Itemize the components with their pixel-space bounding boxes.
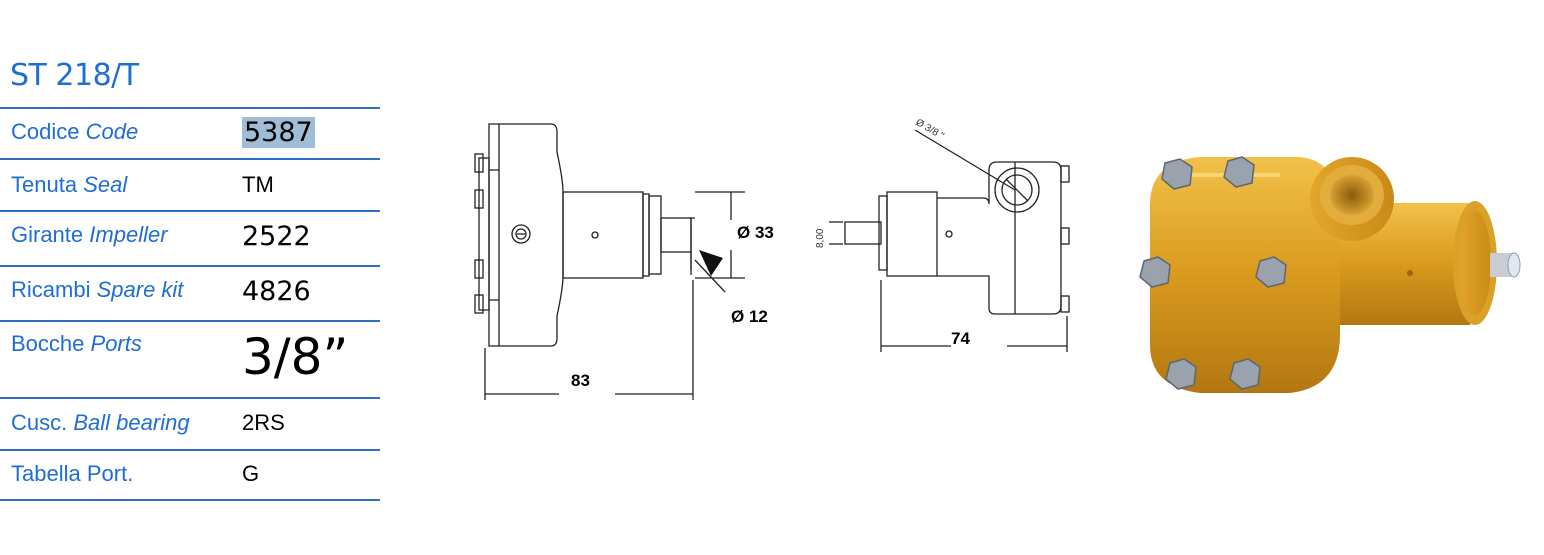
spec-label: Ricambi Spare kit	[11, 277, 184, 302]
spec-value-impeller: 2522	[242, 221, 311, 252]
spec-value-ball-bearing: 2RS	[242, 410, 285, 435]
dim-length-front: 83	[571, 371, 590, 390]
spec-row-port-table: Tabella Port. G	[0, 449, 380, 501]
dim-diameter-shaft: Ø 12	[731, 307, 768, 326]
spec-value-port-table: G	[242, 461, 260, 486]
spec-label: Girante Impeller	[11, 222, 168, 247]
spec-value-seal: TM	[242, 172, 274, 197]
spec-row-impeller: Girante Impeller 2522	[0, 210, 380, 265]
dim-length-side: 74	[951, 329, 970, 348]
spec-label: Cusc. Ball bearing	[11, 410, 190, 435]
spec-row-seal: Tenuta Seal TM	[0, 158, 380, 210]
dim-diameter-body: Ø 33	[737, 223, 774, 242]
spec-value-spare-kit: 4826	[242, 276, 311, 307]
spec-label: Tenuta Seal	[11, 172, 128, 197]
spec-row-ports: Bocche Ports 3/8”	[0, 320, 380, 397]
pump-render-image	[1139, 156, 1521, 393]
spec-value-ports: 3/8”	[242, 328, 349, 386]
spec-label: Tabella Port.	[11, 461, 134, 486]
spec-table: Codice Code 5387 Tenuta Seal TM Girante …	[0, 107, 380, 501]
spec-label: Bocche Ports	[11, 331, 142, 356]
product-title: ST 218/T	[10, 58, 139, 93]
spec-value-code: 5387	[242, 117, 315, 148]
spec-row-ball-bearing: Cusc. Ball bearing 2RS	[0, 397, 380, 449]
spec-row-code: Codice Code 5387	[0, 107, 380, 158]
spec-row-spare-kit: Ricambi Spare kit 4826	[0, 265, 380, 320]
dim-shaft-small: 8,00	[815, 228, 826, 248]
technical-drawing: Ø 33 Ø 12 83 74 8,00 Ø 3/8 "	[474, 117, 1070, 400]
spec-label: Codice Code	[11, 119, 139, 144]
